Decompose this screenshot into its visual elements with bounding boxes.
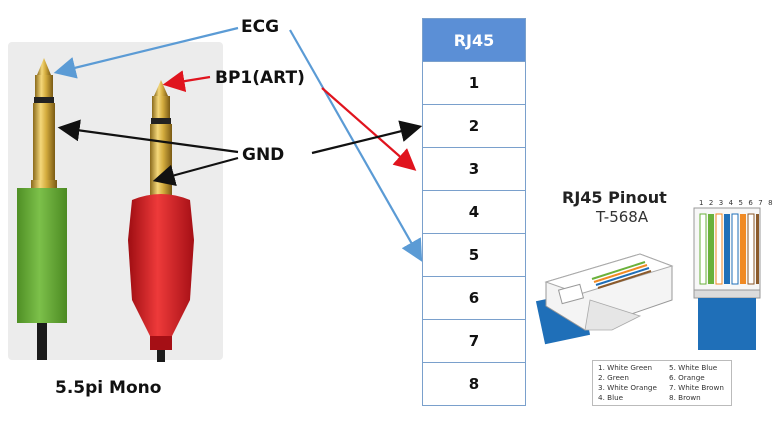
pinout-standard: T-568A (596, 208, 649, 226)
legend-item: 4. Blue (598, 393, 624, 402)
legend-item: 8. Brown (669, 393, 701, 402)
pin-2: 2 (422, 104, 526, 148)
wire-color-legend: 1. White Green 2. Green 3. White Orange … (592, 360, 732, 406)
legend-item: 7. White Brown (669, 383, 724, 392)
rj45-plug-illustration (535, 253, 674, 345)
gnd-to-green-plug-arrow (57, 119, 239, 154)
red-mono-plug (128, 80, 194, 362)
pin-3: 3 (422, 147, 526, 191)
rj45-pin-table: RJ45 1 2 3 4 5 6 7 8 (422, 18, 526, 406)
gnd-label: GND (242, 145, 285, 165)
ecg-to-pin5-arrow (289, 29, 423, 262)
rj45-table-header: RJ45 (422, 18, 526, 62)
pin-6: 6 (422, 276, 526, 320)
gnd-to-red-plug-arrow (152, 156, 239, 187)
bp1-to-plug-arrow (162, 70, 211, 93)
gnd-to-pin2-arrow (311, 120, 423, 155)
pin-7: 7 (422, 319, 526, 363)
legend-item: 2. Green (598, 373, 629, 382)
ecg-label: ECG (241, 17, 280, 37)
pinout-title: RJ45 Pinout (562, 188, 667, 207)
rj45-wire-order-illustration (693, 207, 761, 350)
pin-4: 4 (422, 190, 526, 234)
legend-item: 1. White Green (598, 363, 653, 372)
ecg-to-plug-arrow (53, 26, 239, 79)
bp1-label: BP1(ART) (215, 68, 305, 88)
bp1-to-pin3-arrow (321, 87, 417, 171)
pin-5: 5 (422, 233, 526, 277)
legend-item: 6. Orange (669, 373, 705, 382)
pinout-pin-numbers: 1 2 3 4 5 6 7 8 (699, 199, 775, 207)
connector-caption: 5.5pi Mono (55, 378, 162, 398)
legend-item: 5. White Blue (669, 363, 718, 372)
pin-8: 8 (422, 362, 526, 406)
legend-item: 3. White Orange (598, 383, 657, 392)
pin-1: 1 (422, 61, 526, 105)
green-mono-plug (17, 58, 67, 360)
